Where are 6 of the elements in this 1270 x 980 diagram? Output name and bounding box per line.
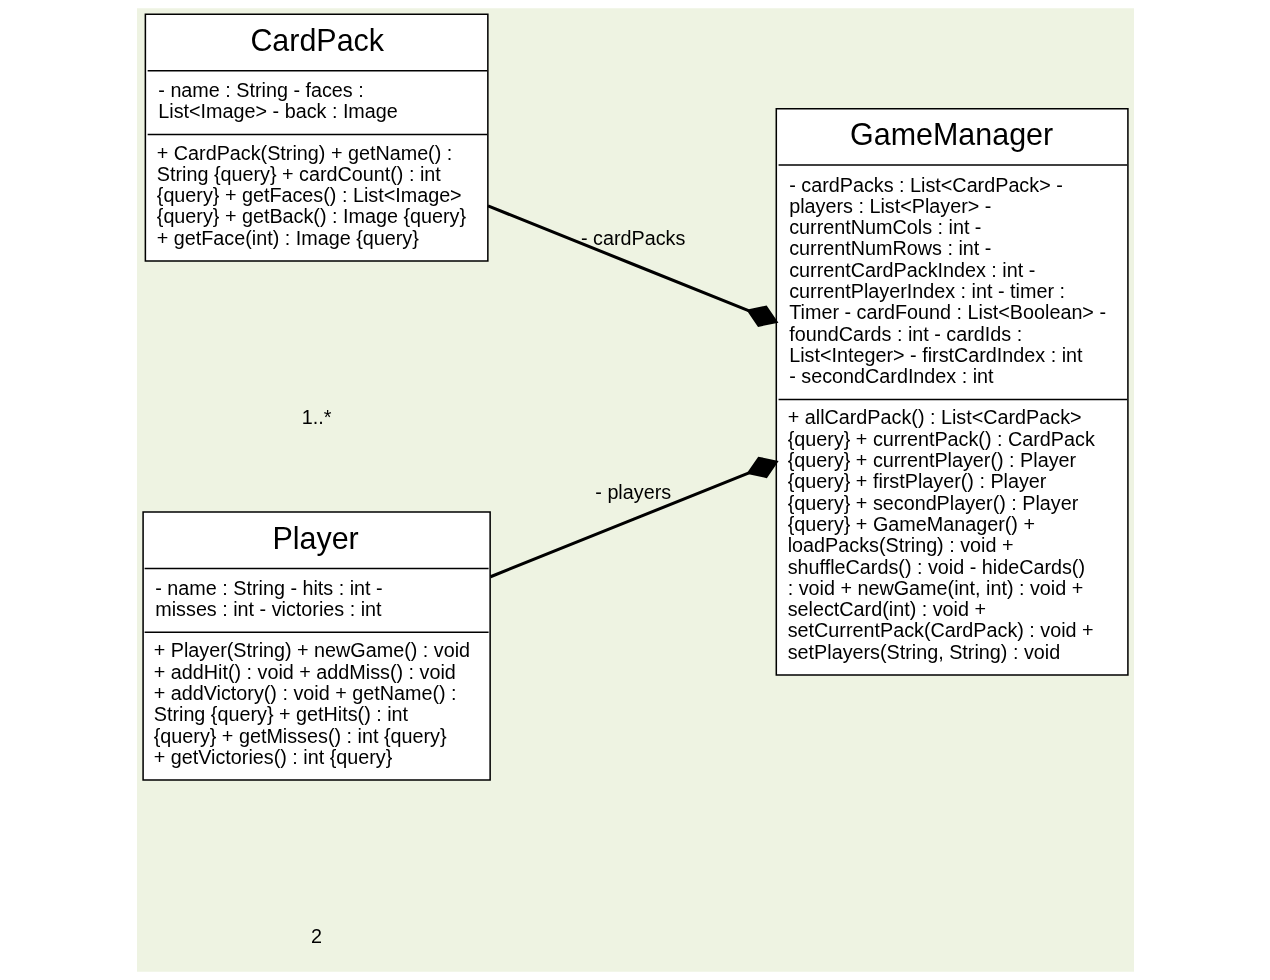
label: 2 xyxy=(310,925,322,948)
connector xyxy=(486,204,778,327)
edge-label: - cardPacks xyxy=(580,226,685,249)
edge-label: - players xyxy=(594,480,671,503)
label: 1..* xyxy=(301,406,331,429)
connector xyxy=(489,456,779,579)
